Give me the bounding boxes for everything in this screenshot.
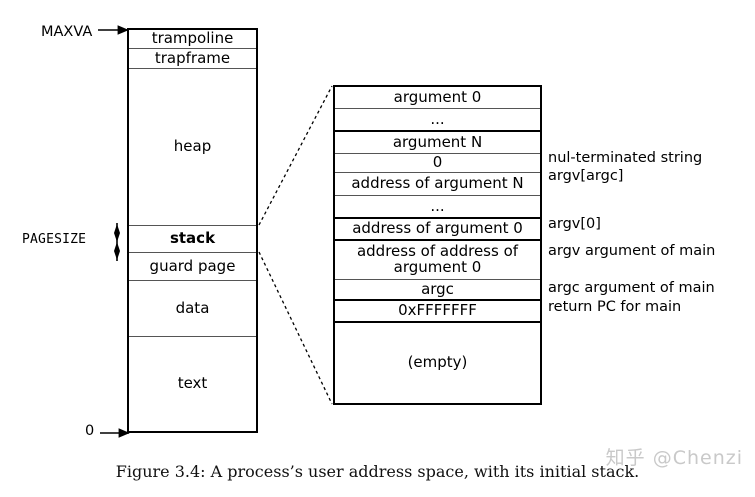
region-guard-page-label: guard page (149, 256, 236, 275)
annotation-text: argv[0] (548, 216, 601, 232)
figure-caption: Figure 3.4: A process’s user address spa… (115, 462, 640, 481)
annotation-text: argv argument of main (548, 243, 716, 259)
stack-row-label: ... (430, 109, 445, 128)
region-data-label: data (175, 298, 210, 317)
stack-row-argument-n: argument N (335, 132, 540, 154)
stack-row-argument-0: argument 0 (335, 87, 540, 109)
stack-row-label: argument N (392, 132, 483, 151)
stack-row-ellipsis-upper: ... (335, 109, 540, 132)
stack-row-label: argc (421, 279, 454, 298)
stack-row-argc: argc (335, 280, 540, 301)
stack-row-label: address of argument N (351, 174, 524, 193)
region-trapframe-label: trapframe (154, 48, 231, 67)
annotation-text: argv[argc] (548, 168, 624, 184)
region-heap: heap (129, 69, 256, 226)
region-trapframe: trapframe (129, 49, 256, 69)
annotation-text: nul-terminated string (548, 150, 703, 166)
annotation-return-pc-for-main: return PC for main (548, 299, 681, 315)
stack-row-label: 0 (432, 153, 443, 172)
region-heap-label: heap (173, 137, 212, 156)
stack-row-label: (empty) (407, 353, 468, 372)
stack-row-return-pc: 0xFFFFFFF (335, 301, 540, 323)
stack-row-address-of-address-of-argument-0: address of address of argument 0 (335, 241, 540, 280)
stack-row-ellipsis-lower: ... (335, 196, 540, 219)
region-data: data (129, 281, 256, 337)
initial-stack-box: argument 0 ... argument N 0 address of a… (333, 85, 542, 405)
stack-row-label: ... (430, 196, 445, 215)
region-text: text (129, 337, 256, 431)
region-trampoline-label: trampoline (151, 29, 234, 48)
annotation-argc-argument-of-main: argc argument of main (548, 280, 715, 296)
zero-address-label: 0 (85, 423, 95, 439)
stack-row-nul-terminator: 0 (335, 154, 540, 173)
annotation-text: argc argument of main (548, 280, 715, 296)
annotation-argv-argc: argv[argc] (548, 168, 623, 184)
stack-row-label: address of argument 0 (352, 219, 523, 238)
stack-row-label: 0xFFFFFFF (398, 301, 477, 320)
zoom-leader-lines (258, 85, 333, 405)
region-stack: stack (129, 226, 256, 253)
maxva-label: MAXVA (41, 24, 93, 40)
region-trampoline: trampoline (129, 30, 256, 49)
pagesize-label: PAGESIZE (22, 232, 87, 247)
stack-row-address-of-argument-n: address of argument N (335, 173, 540, 196)
watermark: 知乎 @Chenzi (605, 447, 743, 469)
pagesize-double-arrow (114, 223, 120, 261)
annotation-text: return PC for main (548, 299, 682, 315)
stack-row-empty: (empty) (335, 323, 540, 403)
region-guard-page: guard page (129, 253, 256, 281)
annotation-argv-0: argv[0] (548, 216, 601, 232)
stack-row-label: address of address of argument 0 (356, 242, 519, 276)
stack-row-address-of-argument-0: address of argument 0 (335, 219, 540, 241)
annotation-argv-argument-of-main: argv argument of main (548, 243, 715, 259)
address-space-box: trampoline trapframe heap stack guard pa… (127, 28, 258, 433)
annotation-nul-terminated-string: nul-terminated string (548, 150, 702, 166)
region-text-label: text (177, 374, 208, 393)
region-stack-label: stack (169, 229, 216, 248)
stack-row-label: argument 0 (393, 87, 482, 106)
